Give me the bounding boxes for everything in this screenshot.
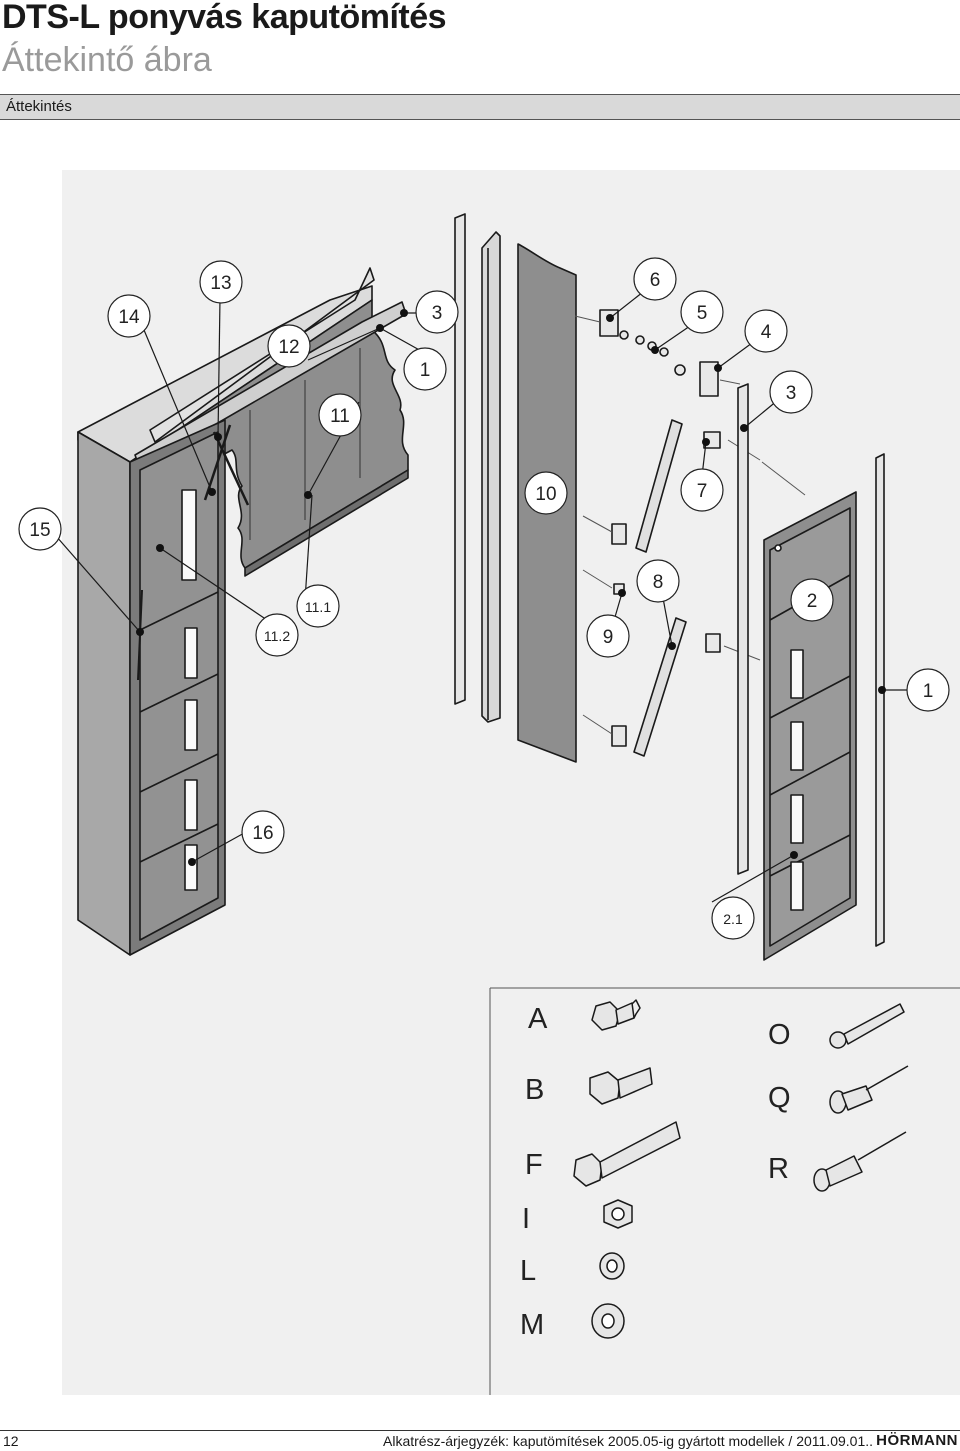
callout-6 <box>633 257 677 301</box>
callout-label: 7 <box>697 481 708 502</box>
screw-o-icon <box>829 1003 905 1049</box>
callout-label: 2.1 <box>723 911 743 927</box>
footer-divider <box>0 1430 960 1431</box>
callout-2 <box>790 578 834 622</box>
callout-1b <box>906 668 950 712</box>
page-subtitle: Áttekintő ábra <box>2 41 212 79</box>
callout-8 <box>636 559 680 603</box>
callout-3a <box>415 290 459 334</box>
fastener-label-q: Q <box>768 1082 791 1114</box>
fastener-label-f: F <box>525 1149 543 1181</box>
section-bar: Áttekintés <box>0 94 960 120</box>
fastener-drawings <box>573 999 909 1339</box>
fastener-label-r: R <box>768 1153 789 1185</box>
callout-label: 1 <box>420 360 431 381</box>
screw-b-icon <box>589 1067 653 1105</box>
fasteners-panel <box>489 987 960 1395</box>
callout-label: 13 <box>210 273 231 294</box>
callout-label: 12 <box>278 337 299 358</box>
fastener-label-i: I <box>522 1203 530 1235</box>
callout-11 <box>318 393 362 437</box>
callout-label: 9 <box>603 627 614 648</box>
fastener-label-b: B <box>525 1074 544 1106</box>
right-assembly <box>737 383 885 961</box>
rivet-q-icon <box>829 1065 909 1114</box>
footer-text: Alkatrész-árjegyzék: kaputömítések 2005.… <box>383 1433 874 1449</box>
callout-label: 11 <box>330 406 350 427</box>
callout-label: 4 <box>761 322 772 343</box>
page-title: DTS-L ponyvás kaputömítés <box>2 0 447 36</box>
callout-circles <box>18 257 950 940</box>
callout-15 <box>18 507 62 551</box>
callout-4 <box>744 309 788 353</box>
callout-9 <box>586 614 630 658</box>
nut-i-icon <box>603 1199 633 1229</box>
fastener-label-a: A <box>528 1003 548 1035</box>
callout-1a <box>403 347 447 391</box>
brand-logo: HÖRMANN <box>876 1432 958 1449</box>
callout-label: 16 <box>252 823 273 844</box>
section-title: Áttekintés <box>6 98 72 115</box>
fastener-label-l: L <box>520 1255 536 1287</box>
callout-3b <box>769 370 813 414</box>
callout-label: 1 <box>923 681 934 702</box>
callout-labels: 14 13 12 11 3 1 6 5 4 3 10 7 15 11.1 11.… <box>29 270 933 927</box>
screw-a-icon <box>591 999 641 1031</box>
page-number: 12 <box>3 1433 19 1449</box>
fastener-label-m: M <box>520 1309 544 1341</box>
leader-dots <box>136 309 886 866</box>
callout-label: 6 <box>650 270 661 291</box>
callout-13 <box>199 260 243 304</box>
washer-m-icon <box>591 1303 625 1339</box>
washer-l-icon <box>599 1252 625 1280</box>
callout-label: 14 <box>118 307 140 328</box>
callout-12 <box>267 324 311 368</box>
callout-16 <box>241 810 285 854</box>
rivet-r-icon <box>813 1131 907 1192</box>
callout-label: 5 <box>697 303 708 324</box>
callout-label: 3 <box>786 383 797 404</box>
callout-label: 10 <box>535 484 556 505</box>
callout-label: 2 <box>807 591 818 612</box>
callout-7 <box>680 468 724 512</box>
callout-label: 11.2 <box>264 628 290 644</box>
callout-label: 8 <box>653 572 664 593</box>
callout-11-1 <box>296 584 340 628</box>
callout-label: 3 <box>432 303 443 324</box>
bolt-f-icon <box>573 1121 681 1187</box>
callout-5 <box>680 290 724 334</box>
callout-11-2 <box>255 613 299 657</box>
callout-label: 11.1 <box>305 599 331 615</box>
callout-label: 15 <box>29 520 50 541</box>
callout-10 <box>524 471 568 515</box>
callout-2-1 <box>711 896 755 940</box>
fastener-letters: A B F I L M O Q R <box>520 1003 791 1341</box>
callout-14 <box>107 294 151 338</box>
fastener-label-o: O <box>768 1019 791 1051</box>
